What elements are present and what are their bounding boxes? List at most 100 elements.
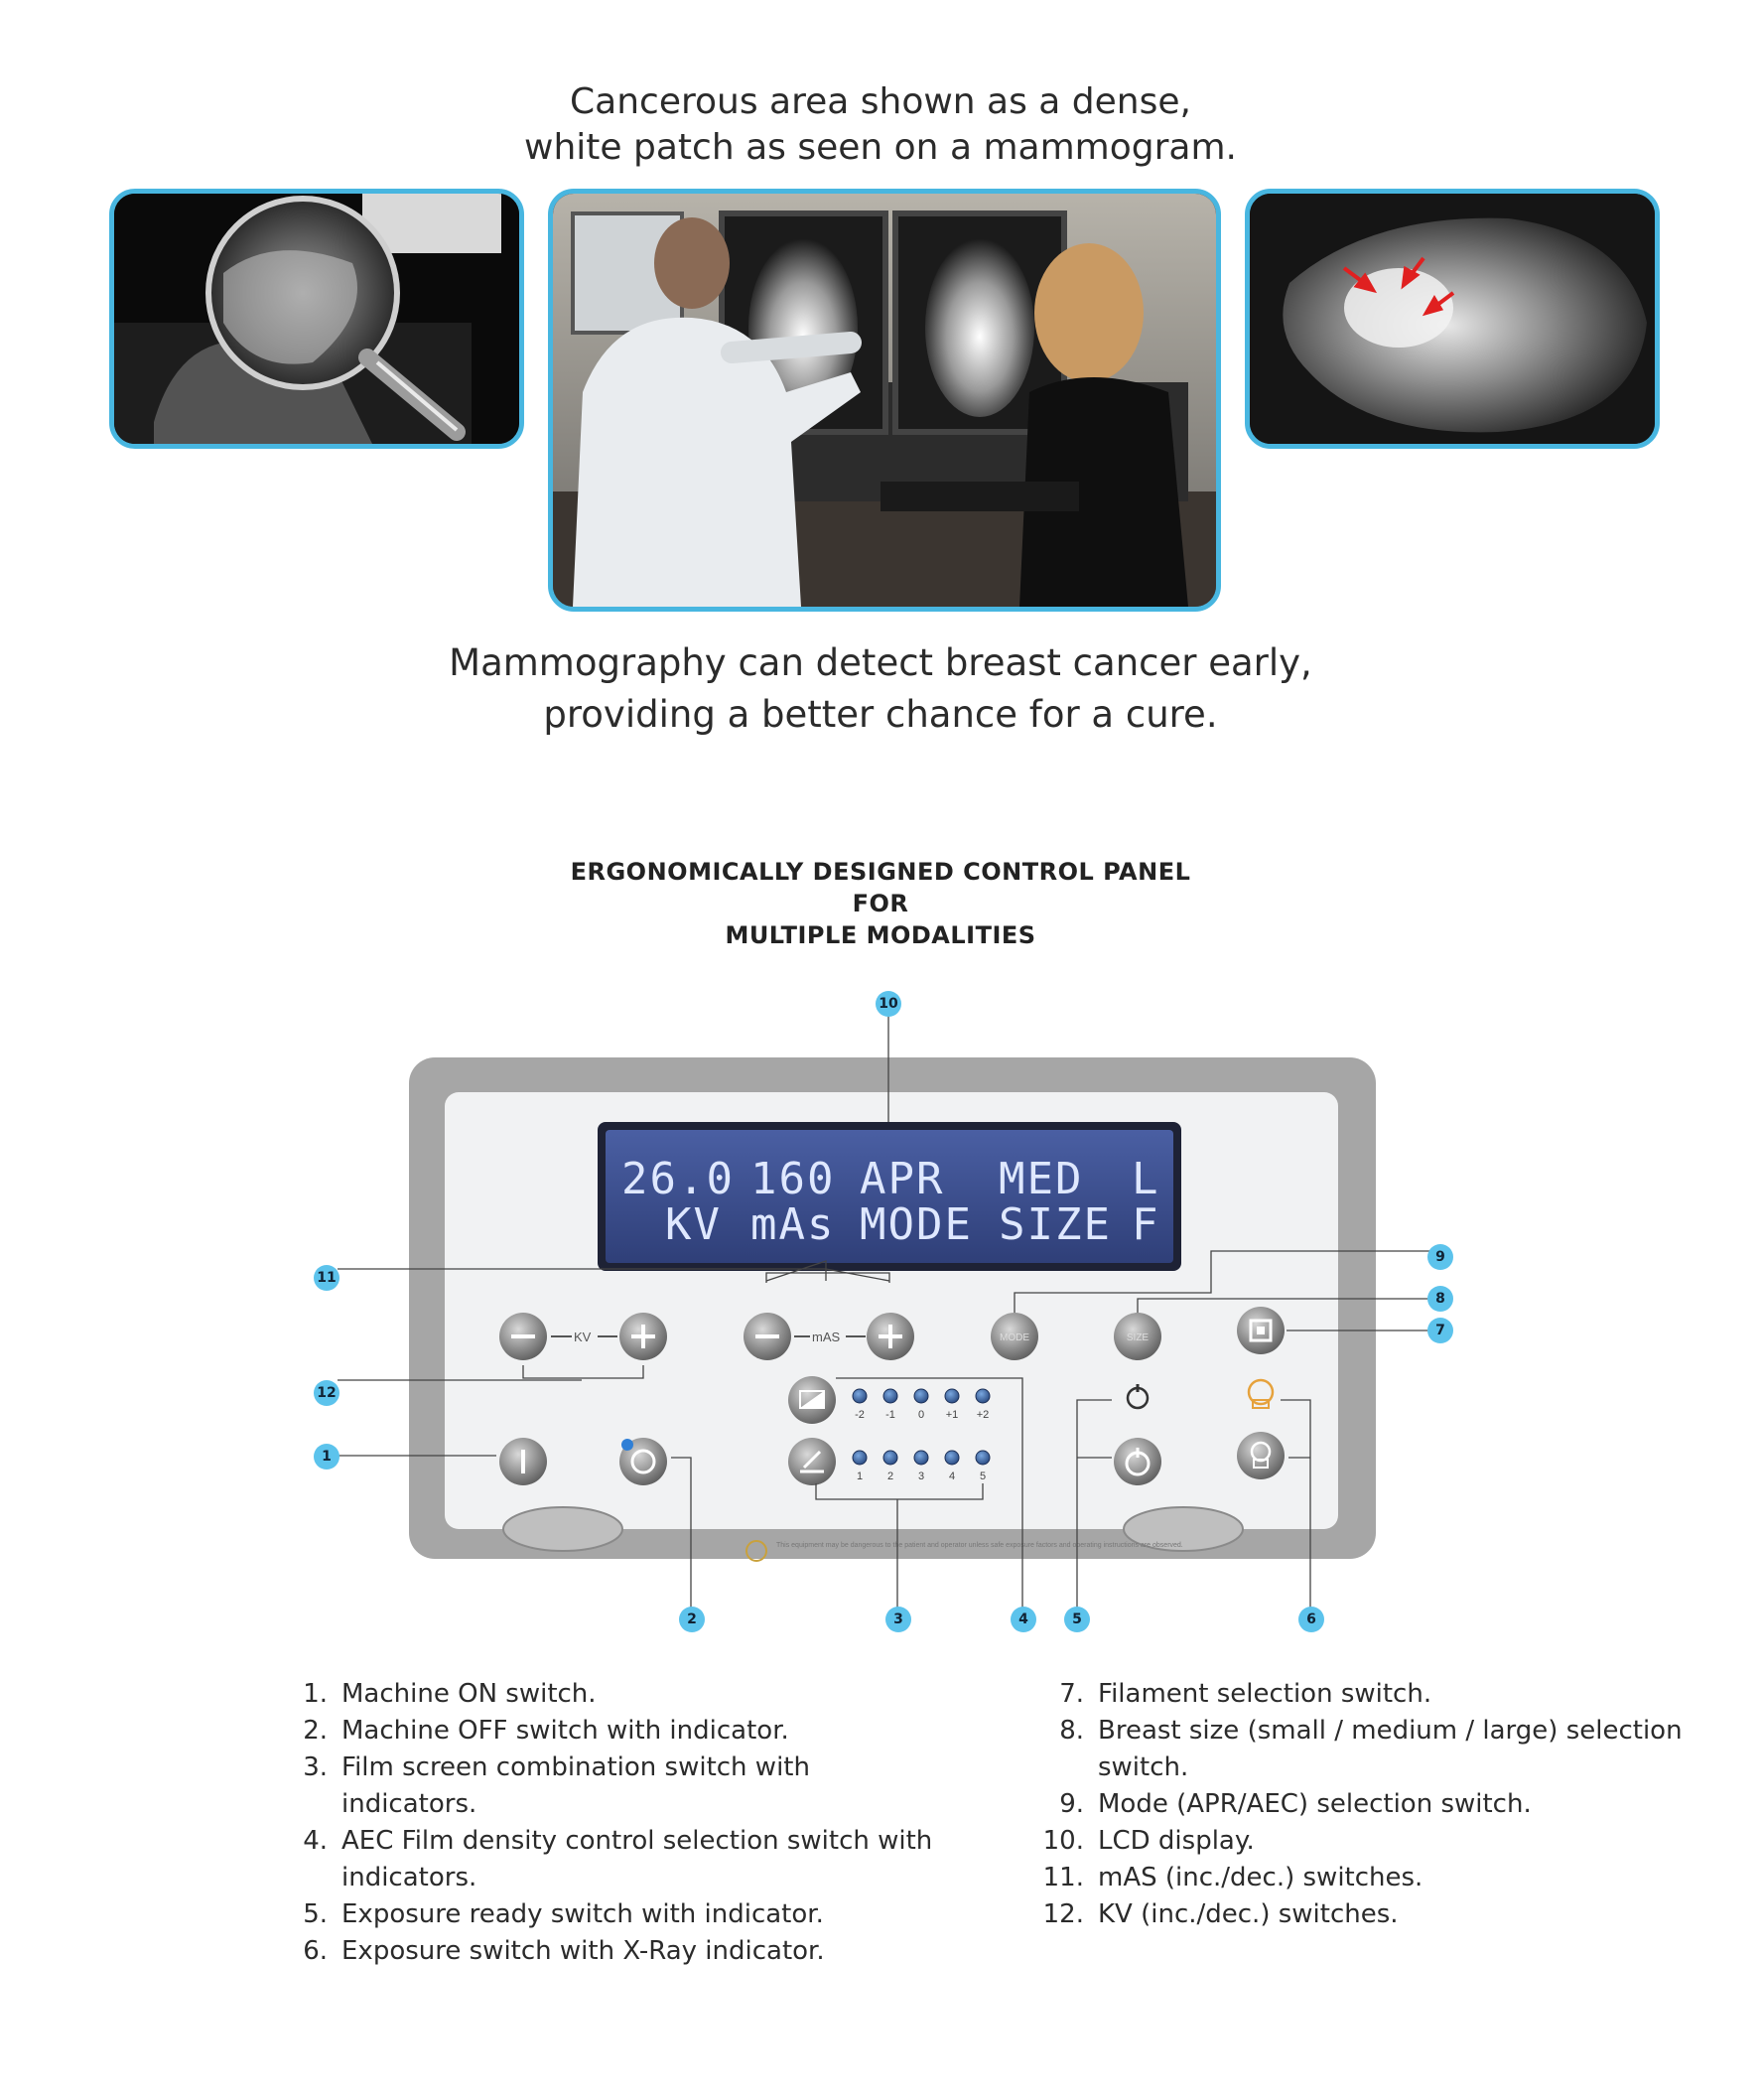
- callout-6: 6: [1298, 1607, 1324, 1632]
- mas-increase-button[interactable]: [867, 1313, 914, 1360]
- legend-text: Filament selection switch.: [1098, 1679, 1432, 1709]
- callout-1: 1: [314, 1444, 339, 1470]
- legend-text: Film screen combination switch with indi…: [341, 1752, 810, 1819]
- density-indicator-dot: [944, 1388, 960, 1404]
- legend-number: 7.: [1059, 1679, 1084, 1709]
- kv-decrease-button[interactable]: [499, 1313, 547, 1360]
- legend-item: 11. mAS (inc./dec.) switches.: [1040, 1860, 1693, 1896]
- lcd-kv-label: KV: [665, 1199, 722, 1250]
- lcd-size-value: MED: [999, 1154, 1083, 1204]
- density-tick-label: +1: [946, 1409, 959, 1421]
- lcd-filament-value: L: [1132, 1154, 1160, 1204]
- kv-increase-button[interactable]: [619, 1313, 667, 1360]
- density-indicator-dot: [882, 1388, 898, 1404]
- legend-number: 8.: [1059, 1716, 1084, 1746]
- top-caption-line2: white patch as seen on a mammogram.: [524, 127, 1237, 168]
- legend-number: 3.: [303, 1752, 328, 1782]
- doctor-reviewing-mammogram-photo: [548, 189, 1221, 612]
- legend-number: 9.: [1059, 1789, 1084, 1819]
- lcd-mas-value: 160: [750, 1154, 835, 1204]
- legend-text: Machine OFF switch with indicator.: [341, 1716, 789, 1746]
- density-indicators: -2 -1 0 +1 +2: [852, 1388, 991, 1421]
- density-indicator-dot: [852, 1388, 868, 1404]
- legend-left: 1. Machine ON switch. 2. Machine OFF switch…: [284, 1676, 937, 1970]
- mode-button[interactable]: MODE: [991, 1313, 1038, 1360]
- callout-12: 12: [314, 1380, 339, 1406]
- control-panel-heading: ERGONOMICALLY DESIGNED CONTROL PANEL FOR…: [0, 856, 1761, 951]
- heading-line1: ERGONOMICALLY DESIGNED CONTROL PANEL: [570, 858, 1191, 886]
- film-tick-label: 1: [857, 1470, 863, 1482]
- callout-7: 7: [1427, 1318, 1453, 1343]
- filament-button[interactable]: [1237, 1307, 1285, 1354]
- magnifier-mammogram-photo: [109, 189, 524, 449]
- film-indicator-dot: [882, 1450, 898, 1466]
- legend-number: 12.: [1042, 1899, 1084, 1929]
- aec-density-button[interactable]: [788, 1376, 836, 1424]
- lcd-mode-label: MODE: [860, 1199, 973, 1250]
- film-indicator-dot: [975, 1450, 991, 1466]
- legend-text: mAS (inc./dec.) switches.: [1098, 1863, 1423, 1892]
- machine-off-button[interactable]: [619, 1438, 667, 1485]
- legend-number: 11.: [1042, 1863, 1084, 1892]
- legend-text: Machine ON switch.: [341, 1679, 597, 1709]
- callout-3: 3: [885, 1607, 911, 1632]
- lcd-size-label: SIZE: [999, 1199, 1112, 1250]
- callout-9: 9: [1427, 1244, 1453, 1270]
- density-tick-label: -1: [885, 1409, 895, 1421]
- svg-text:MODE: MODE: [1000, 1332, 1029, 1343]
- legend-item: 1. Machine ON switch.: [284, 1676, 937, 1713]
- film-tick-label: 5: [980, 1470, 986, 1482]
- bottom-caption: Mammography can detect breast cancer ear…: [0, 637, 1761, 741]
- bottom-caption-line2: providing a better chance for a cure.: [543, 693, 1218, 736]
- svg-text:SIZE: SIZE: [1127, 1332, 1150, 1343]
- legend-item: 4.AEC Film density control selection swi…: [284, 1823, 937, 1896]
- heading-line3: MULTIPLE MODALITIES: [725, 921, 1036, 949]
- density-tick-label: +2: [977, 1409, 990, 1421]
- mas-decrease-button[interactable]: [744, 1313, 791, 1360]
- lcd-mas-label: mAs: [750, 1199, 835, 1250]
- callout-10: 10: [876, 991, 901, 1017]
- film-tick-label: 2: [887, 1470, 893, 1482]
- legend-number: 6.: [303, 1936, 328, 1966]
- exposure-ready-indicator: [1126, 1384, 1150, 1410]
- warning-label: This equipment may be dangerous to the p…: [745, 1540, 1183, 1562]
- legend-text: LCD display.: [1098, 1826, 1255, 1856]
- callout-2: 2: [679, 1607, 705, 1632]
- callout-5: 5: [1064, 1607, 1090, 1632]
- callout-11: 11: [314, 1265, 339, 1291]
- legend-item: 7. Filament selection switch.: [1040, 1676, 1693, 1713]
- lcd-kv-value: 26.0: [621, 1154, 735, 1204]
- size-button[interactable]: SIZE: [1114, 1313, 1161, 1360]
- density-indicator-dot: [975, 1388, 991, 1404]
- exposure-ready-button[interactable]: [1114, 1438, 1161, 1485]
- density-tick-label: 0: [918, 1409, 924, 1421]
- exposure-button[interactable]: [1237, 1432, 1285, 1479]
- density-indicator-dot: [913, 1388, 929, 1404]
- heading-line2: FOR: [852, 890, 909, 917]
- machine-on-button[interactable]: [499, 1438, 547, 1485]
- legend-text: Exposure switch with X-Ray indicator.: [341, 1936, 825, 1966]
- callout-4: 4: [1011, 1607, 1036, 1632]
- leader-lines: [338, 1003, 1440, 1618]
- legend-item: 10.LCD display.: [1040, 1823, 1693, 1860]
- legend-item: 5.Exposure ready switch with indicator.: [284, 1896, 937, 1933]
- legend-item: 9.Mode (APR/AEC) selection switch.: [1040, 1786, 1693, 1823]
- control-panel-diagram: 26.0 160 APR MED L KV mAs MODE SIZE F KV…: [338, 1003, 1440, 1618]
- film-tick-label: 4: [949, 1470, 955, 1482]
- xray-indicator: [1247, 1378, 1275, 1409]
- legend-number: 2.: [303, 1716, 328, 1746]
- bottom-caption-line1: Mammography can detect breast cancer ear…: [449, 641, 1312, 684]
- svg-text:This equipment may be dangerou: This equipment may be dangerous to the p…: [776, 1542, 1183, 1549]
- film-indicator-dot: [913, 1450, 929, 1466]
- density-tick-label: -2: [855, 1409, 865, 1421]
- kv-label: KV: [574, 1330, 592, 1344]
- legend-right: 7.Filament selection switch.8.Breast siz…: [1040, 1676, 1693, 1933]
- legend-item: 2. Machine OFF switch with indicator.: [284, 1713, 937, 1750]
- lcd-filament-label: F: [1132, 1199, 1160, 1250]
- film-screen-button[interactable]: [788, 1438, 836, 1485]
- mammogram-arrows-photo: [1245, 189, 1660, 449]
- callout-8: 8: [1427, 1286, 1453, 1312]
- legend-number: 1.: [303, 1679, 328, 1709]
- top-caption: Cancerous area shown as a dense, white p…: [0, 79, 1761, 171]
